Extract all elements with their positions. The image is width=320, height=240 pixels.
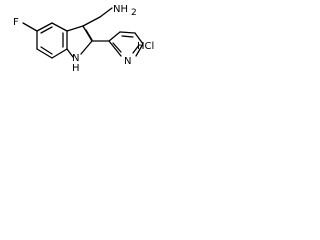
bond [66, 25, 84, 32]
double-bond [112, 42, 122, 53]
bond [36, 22, 53, 32]
bond [66, 48, 74, 58]
structure-canvas: F NH 2 N H N HCl [0, 0, 162, 95]
amine-label: NH [113, 4, 128, 15]
fluorine-label: F [13, 17, 19, 28]
pyridine-nitrogen-label: N [124, 56, 131, 67]
bond [51, 48, 68, 59]
bond [108, 40, 122, 57]
double-bond [40, 26, 53, 34]
bond [108, 31, 121, 42]
pyrrole-ring [66, 25, 93, 58]
chemical-structure-diagram: F NH 2 N H N HCl [13, 4, 154, 74]
double-bond [40, 46, 53, 55]
bond [119, 31, 136, 34]
bond [36, 48, 53, 59]
double-bond [121, 35, 134, 38]
ethylamine-chain [82, 7, 113, 27]
bond [99, 7, 113, 18]
hcl-salt-label: HCl [137, 41, 154, 52]
double-bond [132, 44, 140, 54]
pyridine-ring [91, 31, 144, 57]
bond [134, 32, 144, 45]
double-bond [85, 29, 93, 41]
bond [82, 16, 101, 27]
benzene-ring [36, 22, 68, 59]
amine-subscript: 2 [131, 8, 137, 18]
bond [135, 43, 144, 57]
bond [51, 22, 68, 32]
indole-nitrogen-label: N [72, 53, 79, 64]
bond-to-fluorine [22, 22, 38, 32]
indole-hydrogen-label: H [72, 63, 80, 74]
bond [80, 40, 93, 55]
